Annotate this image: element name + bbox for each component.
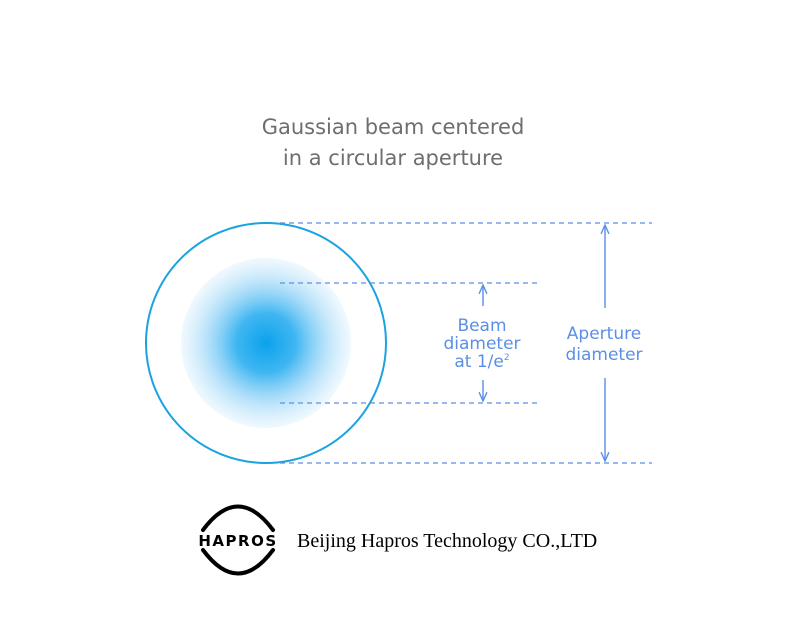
aperture-label-line-1: Aperture xyxy=(566,324,642,344)
beam-label-line-1: Beam xyxy=(457,316,507,336)
logo-top-arc xyxy=(201,504,275,532)
beam-label-line-2: diameter xyxy=(443,334,521,354)
title-line-2: in a circular aperture xyxy=(282,146,504,170)
gaussian-beam-spot xyxy=(181,258,351,428)
logo-bottom-arc xyxy=(201,548,275,576)
beam-diameter-label: Beam diameter at 1/e2 xyxy=(432,317,532,371)
title-line-1: Gaussian beam centered xyxy=(261,115,525,139)
aperture-circle xyxy=(145,222,387,464)
logo-text: HAPROS xyxy=(198,532,277,550)
aperture-label-line-2: diameter xyxy=(565,345,643,365)
aperture-diameter-label: Aperture diameter xyxy=(548,324,660,366)
hapros-logo: HAPROS xyxy=(198,504,277,576)
diagram-title: Gaussian beam centered in a circular ape… xyxy=(0,112,786,174)
company-name: Beijing Hapros Technology CO.,LTD xyxy=(297,530,598,552)
beam-label-line-3: at 1/e2 xyxy=(454,352,510,372)
beam-label-superscript: 2 xyxy=(503,353,510,363)
